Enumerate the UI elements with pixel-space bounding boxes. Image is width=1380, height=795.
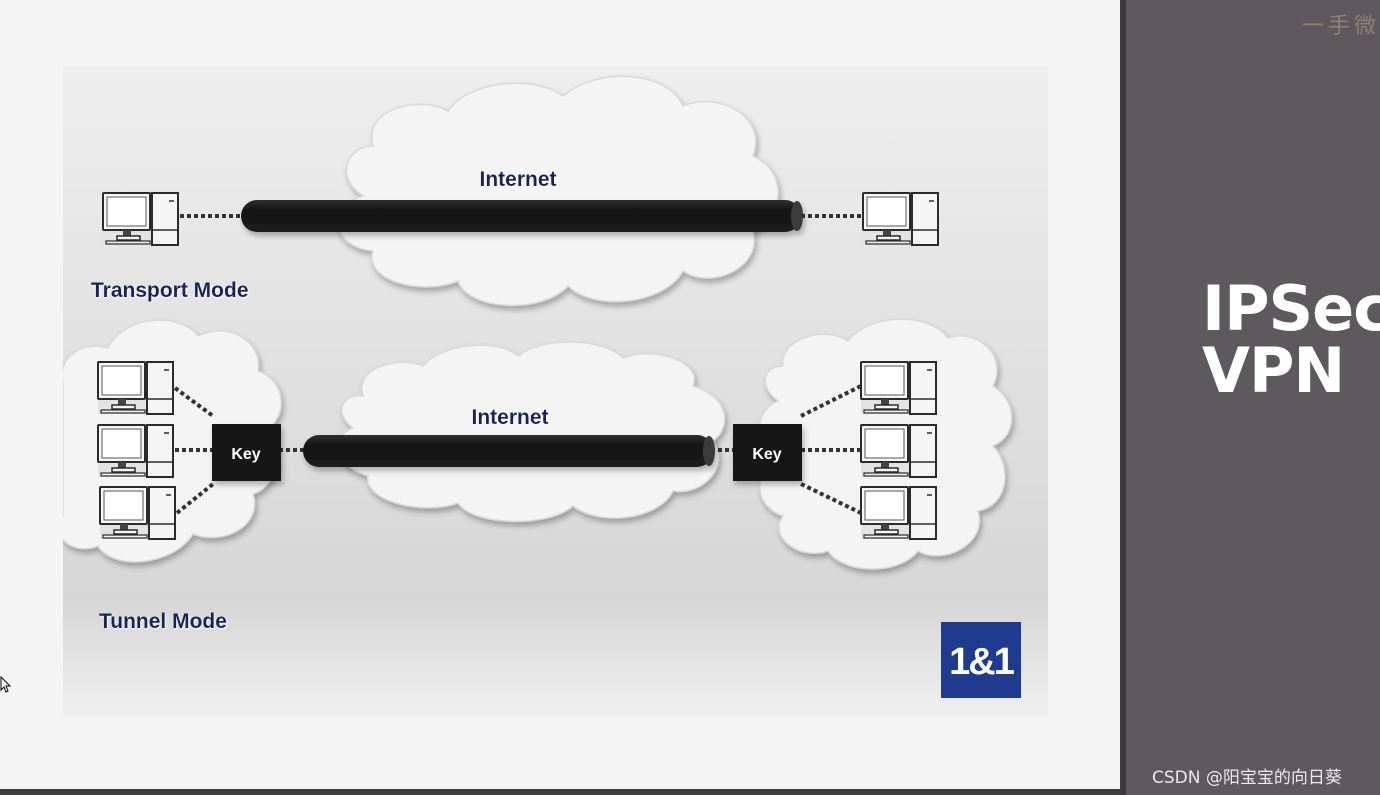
tunnel-mode-label: Tunnel Mode (99, 610, 227, 633)
tunnel-right-host-2 (860, 424, 938, 478)
title-line-2: VPN (1202, 334, 1345, 407)
key-label-right: Key (752, 446, 781, 463)
tunnel-tube (303, 435, 715, 467)
tunnel-left-host-3 (99, 486, 177, 540)
key-box-right: Key (733, 424, 802, 481)
tunnel-left-host-2 (97, 424, 175, 478)
transport-mode-label: Transport Mode (91, 279, 249, 302)
ipsec-diagram: Key Key Internet Internet Transport Mode… (63, 66, 1048, 721)
csdn-credit: CSDN @阳宝宝的向日葵 (1152, 768, 1342, 788)
watermark-top: 一手微 (1301, 14, 1380, 39)
tunnel-left-host-1 (97, 361, 175, 415)
slide-bottom-border (0, 789, 1122, 795)
transport-host-right (862, 192, 940, 246)
key-box-left: Key (212, 424, 281, 481)
title-sidebar (1126, 0, 1380, 795)
one-and-one-logo: 1&1 (941, 622, 1021, 698)
transport-tunnel-tube (241, 200, 803, 232)
logo-text: 1&1 (949, 641, 1015, 683)
tunnel-right-host-1 (860, 361, 938, 415)
tunnel-left-links (173, 386, 305, 515)
mouse-cursor-icon (0, 676, 12, 693)
internet-cloud-top (337, 75, 779, 307)
tunnel-right-host-3 (860, 486, 938, 540)
transport-host-left (102, 192, 180, 246)
title-line-1: IPSec (1202, 272, 1380, 345)
panel-divider (1120, 0, 1126, 795)
internet-cloud-bottom (336, 341, 726, 523)
internet-label-top: Internet (479, 168, 556, 191)
slide-title: IPSec VPN (1202, 278, 1380, 402)
internet-label-bottom: Internet (471, 406, 548, 429)
key-label-left: Key (231, 446, 260, 463)
